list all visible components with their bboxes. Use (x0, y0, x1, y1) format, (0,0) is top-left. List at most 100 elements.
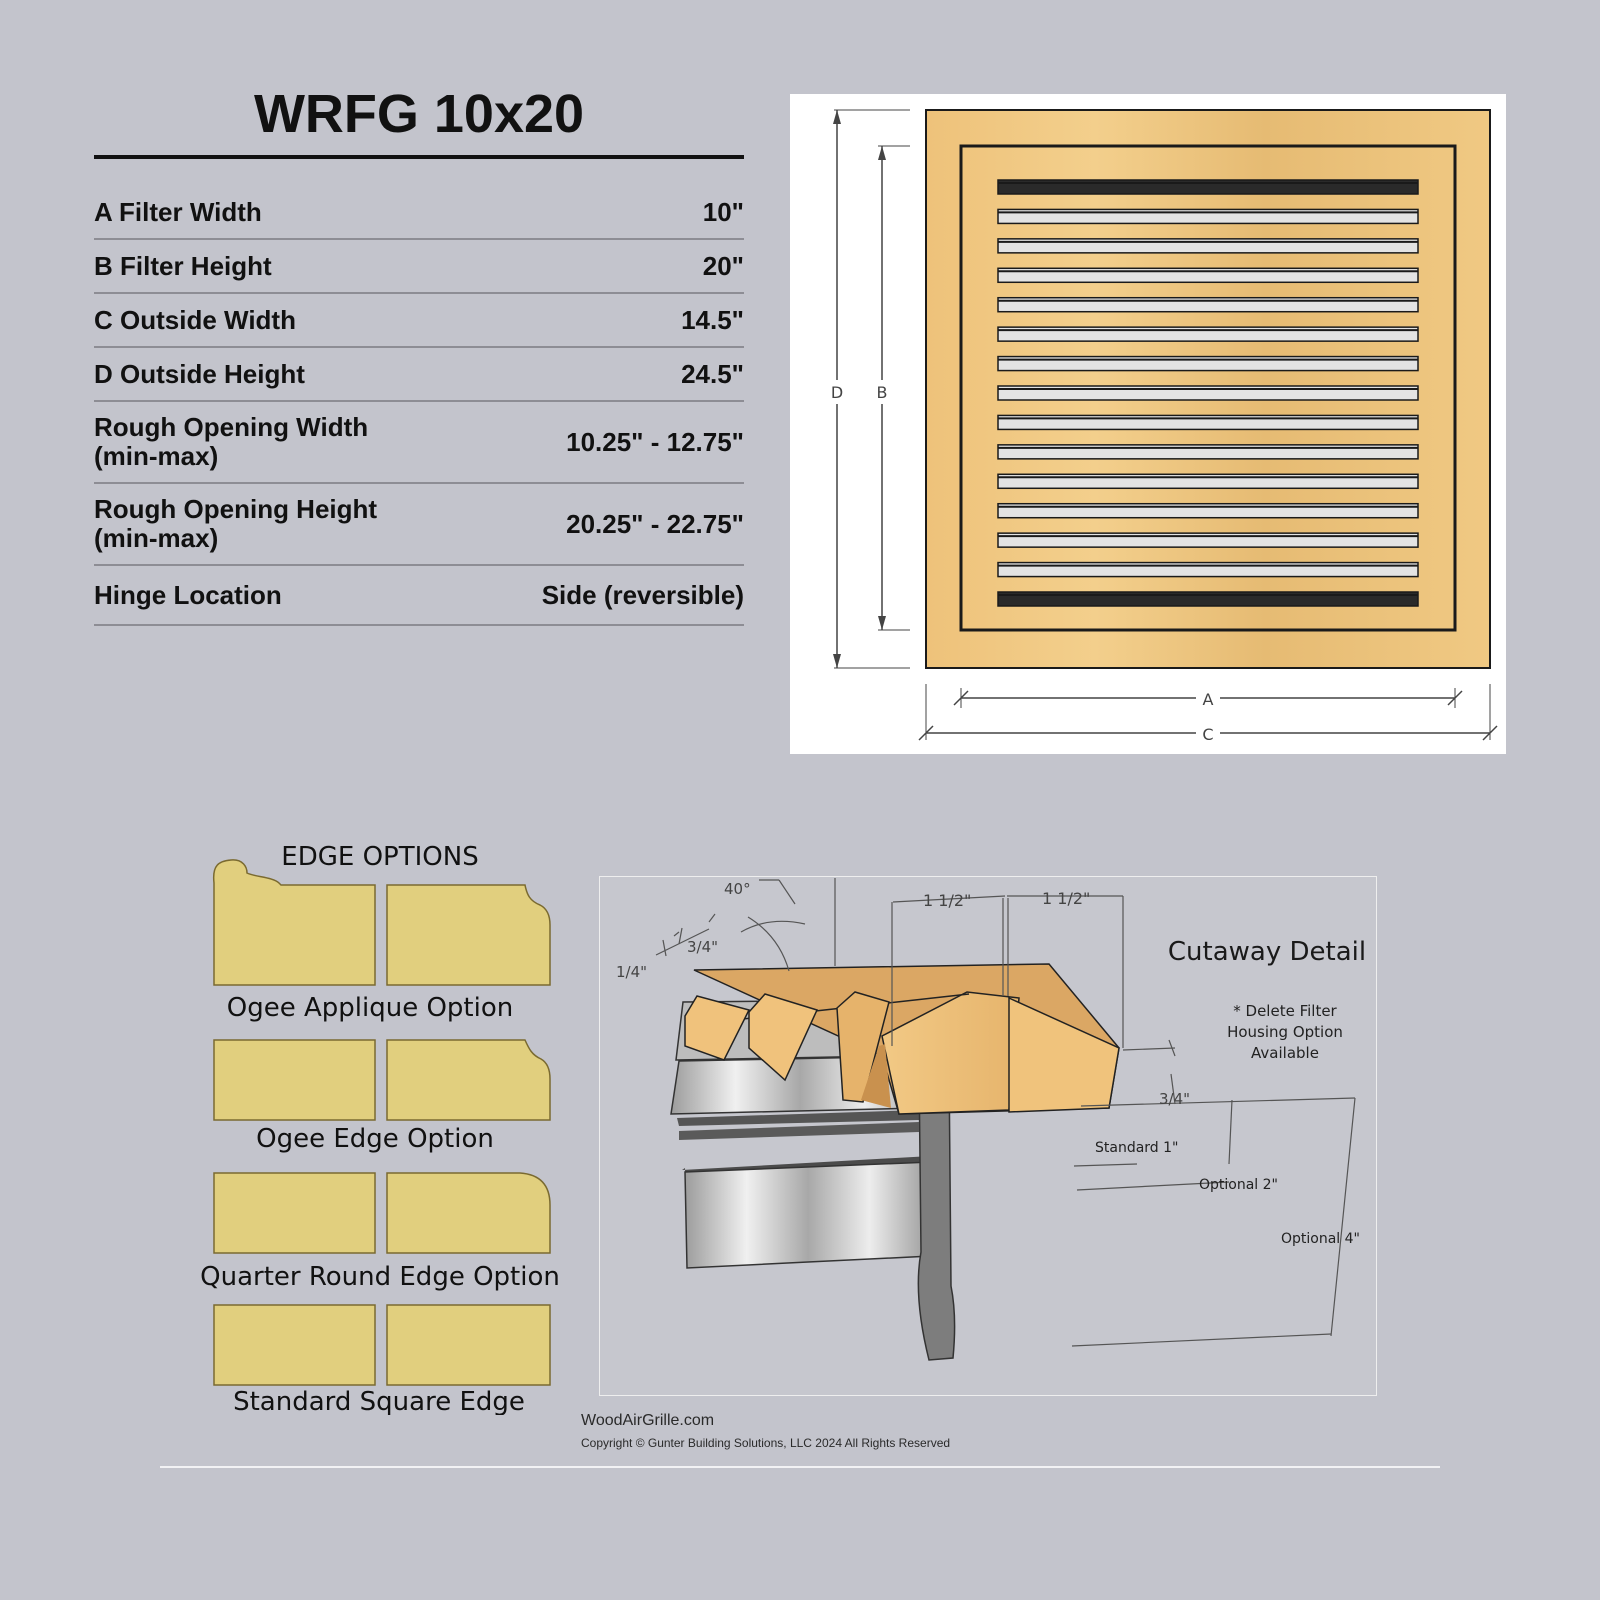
frame-stile-outer (1008, 996, 1120, 1113)
dim-label-standard: Standard 1" (1095, 1140, 1179, 1156)
cutaway-dimensions (655, 878, 1356, 1347)
profile-right (386, 1039, 551, 1121)
tick-mark (1170, 1073, 1176, 1105)
angle-arc-inner (747, 916, 790, 972)
spec-value: 10" (702, 196, 744, 227)
grille-front-drawing: D B A C (790, 94, 1506, 754)
spec-label: Hinge Location (94, 579, 282, 610)
profile-right (386, 1304, 551, 1386)
angle-label: 40° (724, 880, 751, 898)
bottom-divider (160, 1466, 1440, 1468)
spec-row-filter-width: A Filter Width 10" (94, 186, 744, 240)
louver-slat (997, 238, 1419, 254)
spec-value: 10.25" - 12.75" (566, 426, 744, 457)
louver-slat (997, 296, 1419, 313)
louver-slat (997, 385, 1419, 401)
louver-slat (997, 355, 1419, 372)
edge-option-label: Ogee Edge Option (256, 1124, 494, 1154)
spec-row-filter-height: B Filter Height 20" (94, 240, 744, 294)
dimension-b-label: B (877, 383, 888, 402)
profile-left (213, 1304, 376, 1386)
square-edge-profile (213, 1304, 551, 1386)
spec-value: 20.25" - 22.75" (566, 508, 744, 539)
dim-label-quarter: 1/4" (616, 963, 647, 981)
dim-label-optional-2: Optional 2" (1199, 1177, 1278, 1193)
dimension-c-label: C (1202, 725, 1213, 744)
tick-mark (1168, 1039, 1176, 1057)
dim-label-optional-4: Optional 4" (1281, 1231, 1360, 1247)
spec-label: Rough Opening Width (min-max) (94, 412, 369, 471)
housing-lower (684, 1161, 932, 1269)
copyright-text: Copyright © Gunter Building Solutions, L… (581, 1436, 951, 1450)
edge-option-label: Ogee Applique Option (227, 993, 513, 1023)
profile-left (213, 1039, 376, 1121)
spec-row-outside-height: D Outside Height 24.5" (94, 348, 744, 402)
quarter-round-profile (213, 1172, 551, 1254)
louver-slats (997, 179, 1419, 607)
spec-label: A Filter Width (94, 196, 262, 227)
spec-label: D Outside Height (94, 358, 305, 389)
dim-line (1330, 1097, 1356, 1337)
hinge-bracket (917, 1061, 956, 1361)
dim-label-three-quarter: 3/4" (687, 938, 718, 956)
slat-shadow (861, 1044, 891, 1108)
dim-line (1076, 1181, 1230, 1191)
cutaway-title: Cutaway Detail (1168, 937, 1366, 967)
dim-line (1122, 1047, 1176, 1051)
wood-frame (684, 963, 1120, 1115)
dim-label-one-half: 1 1/2" (923, 891, 971, 910)
louver-slat (997, 208, 1419, 225)
tick-mark (662, 939, 667, 957)
cutaway-detail-panel: 1/4" 3/4" 40° 1 1/2" 1 1/2" Cutaway Deta… (599, 876, 1377, 1396)
spec-value: 24.5" (681, 358, 744, 389)
louver-slat (997, 414, 1419, 431)
louver-slat (748, 993, 819, 1082)
ogee-edge-profile (213, 1039, 551, 1121)
dim-label-three-quarter-side: 3/4" (1159, 1090, 1190, 1108)
tick-mark (673, 931, 680, 937)
dimension-d-label: D (831, 383, 843, 402)
ogee-applique-profile (212, 859, 551, 986)
profile-right (386, 884, 551, 986)
spec-row-outside-width: C Outside Width 14.5" (94, 294, 744, 348)
louver-slat (997, 532, 1419, 548)
tick-mark (678, 927, 683, 945)
louver-slat (997, 267, 1419, 284)
arrowhead-icon (878, 616, 886, 630)
label-mask (873, 380, 891, 404)
spec-label: C Outside Width (94, 304, 296, 335)
edge-option-label: Quarter Round Edge Option (200, 1262, 560, 1292)
arrowhead-icon (833, 110, 841, 124)
spec-row-hinge-location: Hinge Location Side (reversible) (94, 566, 744, 626)
spec-value: 20" (702, 250, 744, 281)
angle-arc (740, 920, 806, 933)
louver-slat (997, 444, 1419, 460)
label-mask (1196, 686, 1220, 710)
dim-line (1080, 1097, 1356, 1107)
edge-option-label: Standard Square Edge (233, 1387, 525, 1415)
louver-slat (997, 561, 1419, 578)
spec-value: Side (reversible) (541, 579, 744, 610)
louver-slat (997, 502, 1419, 519)
louver-slat (997, 591, 1419, 607)
spec-row-rough-opening-width: Rough Opening Width (min-max) 10.25" - 1… (94, 402, 744, 484)
dim-line (1228, 1099, 1233, 1165)
housing-rail (679, 1122, 919, 1140)
louver-slat (684, 995, 751, 1061)
cutaway-note-line: Available (1251, 1044, 1319, 1062)
profile-left (212, 859, 376, 986)
arrowhead-icon (878, 146, 886, 160)
arrowhead-icon (833, 654, 841, 668)
inner-frame (959, 144, 1457, 632)
dim-line (1071, 1333, 1332, 1347)
product-title: WRFG 10x20 (253, 84, 585, 144)
louver-slat (997, 326, 1419, 342)
spec-row-rough-opening-height: Rough Opening Height (min-max) 20.25" - … (94, 484, 744, 566)
louver-slat (997, 179, 1419, 195)
housing-lip (677, 1110, 921, 1126)
spec-label: B Filter Height (94, 250, 272, 281)
edge-options-heading: EDGE OPTIONS (281, 842, 478, 872)
dim-line (892, 895, 1006, 903)
cutaway-note-line: Housing Option (1227, 1023, 1343, 1041)
website-text: WoodAirGrille.com (581, 1412, 715, 1429)
